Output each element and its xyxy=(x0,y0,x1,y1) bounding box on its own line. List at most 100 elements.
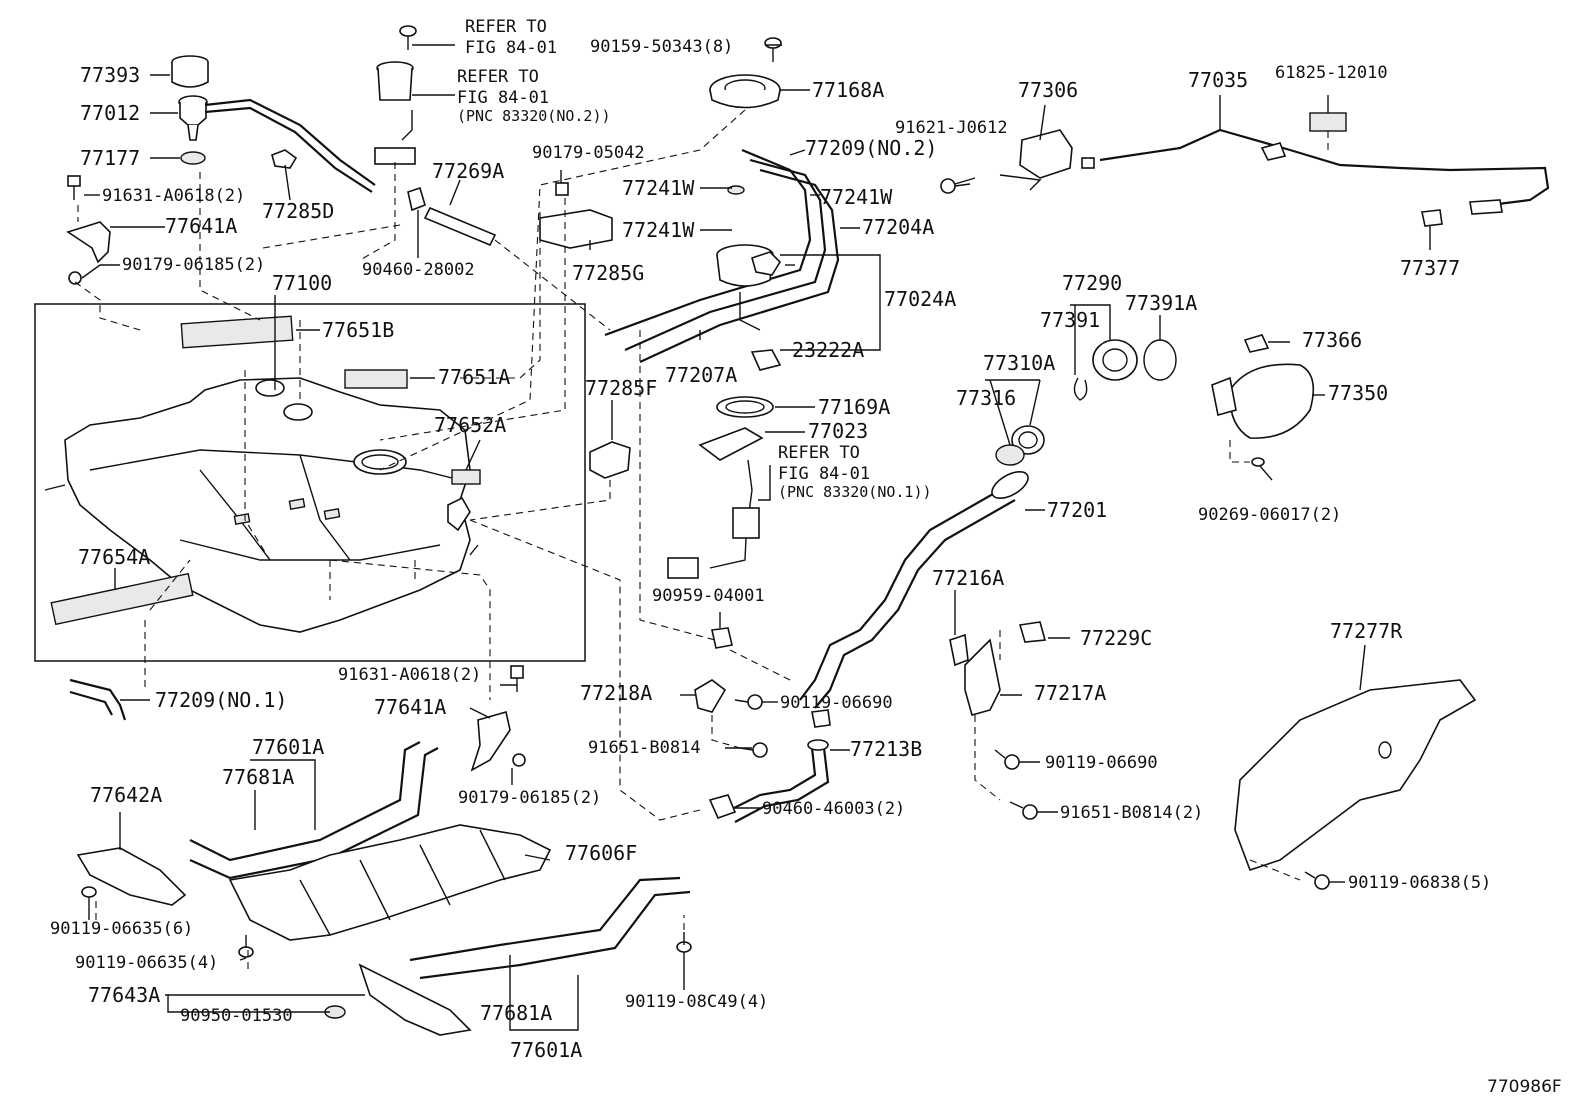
label-77606f: 77606F xyxy=(565,841,637,865)
cover-77168a[interactable] xyxy=(709,74,781,109)
label-77218a: 77218A xyxy=(580,681,652,705)
fuel-door-77350[interactable] xyxy=(1211,363,1315,439)
protector-77643a[interactable] xyxy=(358,963,472,1036)
screw-top-refer[interactable] xyxy=(399,25,417,50)
nut-90179-06185-b[interactable] xyxy=(512,753,526,767)
check-valve-23222a[interactable] xyxy=(750,349,782,371)
screw-90269[interactable] xyxy=(1251,457,1273,481)
bolt-90119-06838[interactable] xyxy=(1304,871,1330,890)
bracket-77218a[interactable] xyxy=(694,679,727,713)
label-77229c: 77229C xyxy=(1080,626,1152,650)
hose-77269a[interactable] xyxy=(423,206,497,247)
refer-note-pump: REFER TO FIG 84-01 (PNC 83320(NO.2)) xyxy=(457,67,611,125)
inlet-valve-77012[interactable] xyxy=(178,95,376,193)
heat-insulator-77606f[interactable] xyxy=(228,824,552,941)
ring-77391a[interactable] xyxy=(1143,339,1177,381)
bracket-77641a-b[interactable] xyxy=(470,710,511,772)
tube-77209-no1[interactable] xyxy=(69,678,127,721)
gauge-sender-77023[interactable] xyxy=(667,427,764,579)
nut-90179-05042[interactable] xyxy=(555,182,569,196)
bolt-91621-j0612[interactable] xyxy=(940,178,971,194)
label-77285d: 77285D xyxy=(262,199,334,223)
label-91631-a0618: 91631-A0618(2) xyxy=(102,186,245,206)
label-77601a-a: 77601A xyxy=(252,735,324,759)
label-90179-05042: 90179-05042 xyxy=(532,143,645,163)
clip-77241w[interactable] xyxy=(727,185,745,195)
label-77168a: 77168A xyxy=(812,78,884,102)
label-77641a: 77641A xyxy=(165,214,237,238)
filler-pipe-77201[interactable] xyxy=(799,466,1032,709)
bracket-77216a[interactable] xyxy=(949,633,969,667)
bolt-90119-06635-a[interactable] xyxy=(81,886,97,912)
label-77217a: 77217A xyxy=(1034,681,1106,705)
screw-90959-04001[interactable] xyxy=(711,627,733,649)
bolt-91651-b0814-a[interactable] xyxy=(739,742,768,758)
bolt-90119-06690-a[interactable] xyxy=(734,694,763,710)
gasket-77169a[interactable] xyxy=(716,396,774,418)
bolt-90119-08c49[interactable] xyxy=(676,932,692,953)
label-77601a-b: 77601A xyxy=(510,1038,582,1062)
fuel-tank-group-frame xyxy=(34,303,586,662)
bolt-91631-a0618[interactable] xyxy=(67,175,81,200)
label-77290: 77290 xyxy=(1062,271,1122,295)
refer-note-gauge-line3: (PNC 83320(NO.1)) xyxy=(778,483,932,501)
clamp-77285d[interactable] xyxy=(271,149,298,169)
bolt-90119-06635-b[interactable] xyxy=(238,935,254,958)
clip-90119-06690[interactable] xyxy=(811,709,831,728)
cable-end[interactable] xyxy=(1469,199,1503,215)
grommet-77177[interactable] xyxy=(180,151,206,165)
gasket-77290[interactable] xyxy=(1092,339,1138,381)
nut-90179-06185[interactable] xyxy=(68,271,82,285)
fuel-tank[interactable] xyxy=(44,377,479,633)
clip-77377[interactable] xyxy=(1421,209,1443,227)
protector-77642a[interactable] xyxy=(76,847,187,906)
fuel-pump-assembly[interactable] xyxy=(374,61,416,165)
valve-23222a[interactable] xyxy=(751,251,782,276)
clamp-77285f[interactable] xyxy=(589,441,631,479)
bolt-91651-b0814-b[interactable] xyxy=(1009,801,1038,820)
strap-77601a-upper[interactable] xyxy=(189,741,439,880)
bracket-77217a[interactable] xyxy=(964,638,1001,716)
clip-90460-28002[interactable] xyxy=(407,186,426,212)
refer-note-gauge-bracket xyxy=(758,465,771,501)
clamp-77285g[interactable] xyxy=(539,209,613,249)
refer-note-gauge-line1: REFER TO xyxy=(778,443,860,463)
refer-note-gauge-line2: FIG 84-01 xyxy=(778,464,870,484)
refer-note-top: REFER TO FIG 84-01 xyxy=(465,17,557,58)
tank-pad-77654a[interactable] xyxy=(50,572,194,626)
label-77310a: 77310A xyxy=(983,351,1055,375)
clip-77229c[interactable] xyxy=(1018,621,1047,643)
label-77169a: 77169A xyxy=(818,395,890,419)
clip-90460-46003[interactable] xyxy=(708,794,737,820)
seal-77391[interactable] xyxy=(1073,377,1088,401)
label-77654a: 77654A xyxy=(78,545,150,569)
bolt-90159-50343[interactable] xyxy=(764,37,782,62)
cap-77310a[interactable] xyxy=(1011,425,1045,455)
label-61825-12010[interactable] xyxy=(1309,112,1347,132)
tank-pad-77652a[interactable] xyxy=(451,469,481,485)
label-61825-12010: 61825-12010 xyxy=(1275,63,1388,83)
strap-77601a-lower[interactable] xyxy=(409,876,691,980)
hose-77213b[interactable] xyxy=(729,739,830,823)
label-77204a: 77204A xyxy=(862,215,934,239)
lock-actuator-77306[interactable] xyxy=(999,129,1095,191)
label-23222a: 23222A xyxy=(792,338,864,362)
fuel-tube-77204a[interactable] xyxy=(604,148,840,363)
label-90460-28002: 90460-28002 xyxy=(362,260,475,280)
tank-pad-77651b[interactable] xyxy=(180,315,294,349)
bolt-90119-06690-b[interactable] xyxy=(994,749,1020,770)
label-90119-06690-b: 90119-06690 xyxy=(1045,753,1158,773)
bracket-77641a[interactable] xyxy=(66,221,111,264)
bolt-91631-a0618-b[interactable] xyxy=(510,665,524,692)
label-91621-j0612: 91621-J0612 xyxy=(895,118,1008,138)
label-90950-01530: 90950-01530 xyxy=(180,1006,293,1026)
tank-pad-77651a[interactable] xyxy=(344,369,408,389)
label-90119-06635-b: 90119-06635(4) xyxy=(75,953,218,973)
cable-77035[interactable] xyxy=(1099,128,1550,207)
label-77306: 77306 xyxy=(1018,78,1078,102)
splash-shield-77277r[interactable] xyxy=(1234,679,1477,872)
refer-note-pump-line1: REFER TO xyxy=(457,67,539,87)
gasket-77316[interactable] xyxy=(995,444,1025,466)
bumper-77366[interactable] xyxy=(1243,334,1270,353)
fuel-cap-77393[interactable] xyxy=(171,55,209,88)
